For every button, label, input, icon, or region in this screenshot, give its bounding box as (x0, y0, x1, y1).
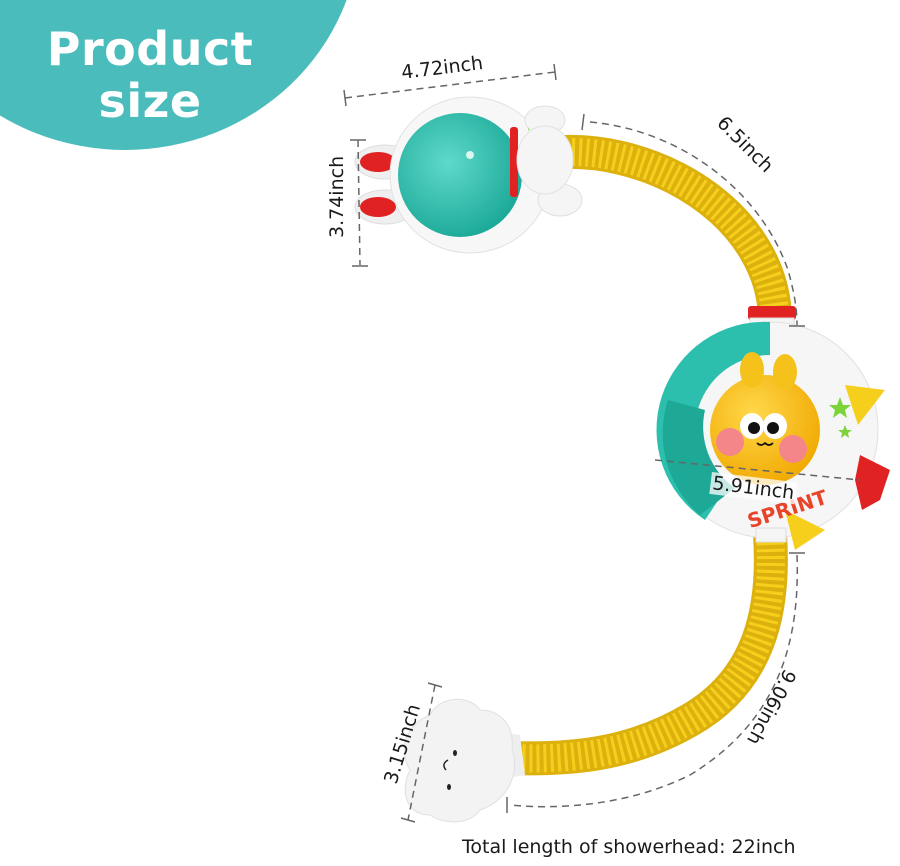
dimension-lines (344, 71, 861, 821)
dimension-label-astronaut-height: 3.74inch (326, 155, 348, 238)
upper-hose (564, 134, 792, 321)
lower-hose (509, 533, 788, 776)
dimension-ticks (343, 63, 805, 823)
astronaut-sprayer: 22 (354, 96, 583, 254)
badge-title-line2: size (98, 74, 202, 128)
rocket-base: SPRINT (656, 306, 890, 550)
total-length-caption: Total length of showerhead: 22inch (462, 836, 796, 858)
cloud-showerhead (403, 698, 525, 823)
badge-title-line1: Product (46, 22, 254, 76)
